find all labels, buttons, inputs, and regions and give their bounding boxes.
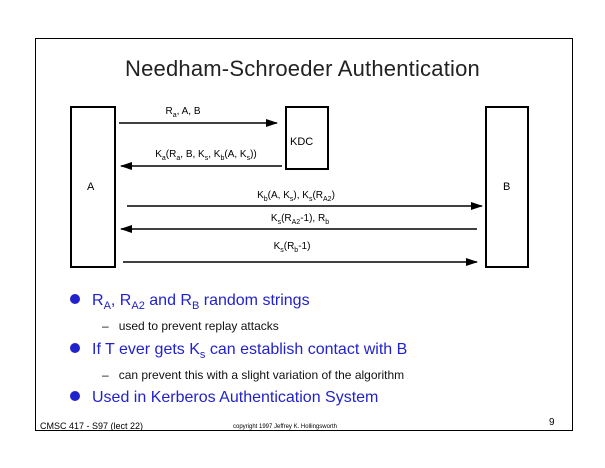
slide-frame (35, 38, 573, 431)
message-5-label: Ks(Rb-1) (273, 241, 311, 254)
message-4-label: Ks(RA2-1), Rb (270, 213, 330, 226)
entity-a-label: A (87, 181, 95, 193)
entity-b-box (485, 106, 529, 268)
entity-kdc-label: KDC (290, 136, 314, 148)
slide-title: Needham-Schroeder Authentication (125, 56, 480, 81)
message-2-label: Ka(Ra, B, Ks, Kb(A, Ks)) (155, 149, 257, 162)
bullet-1-text: RA, RA2 and RB random strings (92, 292, 310, 313)
entity-a-box (70, 106, 116, 268)
bullet-1: RA, RA2 and RB random strings (70, 292, 310, 312)
sub-bullet-1-text: used to prevent replay attacks (118, 319, 279, 333)
entity-kdc-box (285, 106, 329, 170)
footer-copyright: copyright 1997 Jeffrey K. Hollingsworth (233, 424, 337, 430)
entity-b-label: B (503, 181, 511, 193)
sub-bullet-2-text: can prevent this with a slight variation… (118, 368, 405, 382)
sub-bullet-2: –can prevent this with a slight variatio… (102, 368, 405, 382)
bullet-dot-icon (70, 343, 80, 353)
sub-bullet-1: –used to prevent replay attacks (102, 319, 279, 333)
bullet-3: Used in Kerberos Authentication System (70, 389, 378, 407)
message-1-label: Ra, A, B (165, 106, 201, 119)
bullet-2-text: If T ever gets Ks can establish contact … (92, 341, 408, 362)
footer-page-number: 9 (549, 417, 555, 428)
bullet-2: If T ever gets Ks can establish contact … (70, 341, 407, 361)
footer-course: CMSC 417 - S97 (lect 22) (40, 421, 144, 431)
bullet-dot-icon (70, 391, 80, 401)
message-3-label: Kb(A, Ks), Ks(RA2) (257, 190, 335, 203)
bullet-dot-icon (70, 294, 80, 304)
bullet-3-text: Used in Kerberos Authentication System (92, 389, 379, 406)
